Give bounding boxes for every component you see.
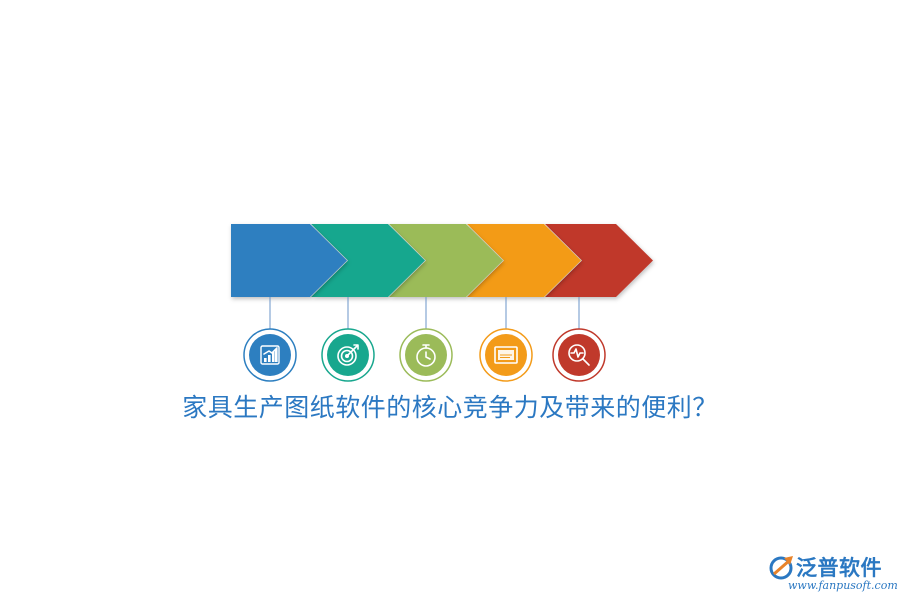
- brand-name: 泛普软件: [796, 556, 882, 580]
- process-chevron-2: [311, 224, 425, 297]
- brand-url: www.fanpusoft.com: [788, 579, 898, 592]
- brand-logo: 泛普软件 www.fanpusoft.com: [768, 552, 898, 598]
- process-chevron-1: [231, 224, 347, 297]
- bar-chart-icon: [243, 328, 297, 382]
- stopwatch-icon: [399, 328, 453, 382]
- process-chevron-4: [467, 224, 581, 297]
- fanpu-logo-icon: [769, 556, 793, 580]
- process-chevron-5: [545, 224, 653, 297]
- page-title: 家具生产图纸软件的核心竞争力及带来的便利？: [182, 393, 718, 422]
- magnifier-pulse-icon: [552, 328, 606, 382]
- process-chevron-3: [389, 224, 503, 297]
- presentation-board-icon: [479, 328, 533, 382]
- target-icon: [321, 328, 375, 382]
